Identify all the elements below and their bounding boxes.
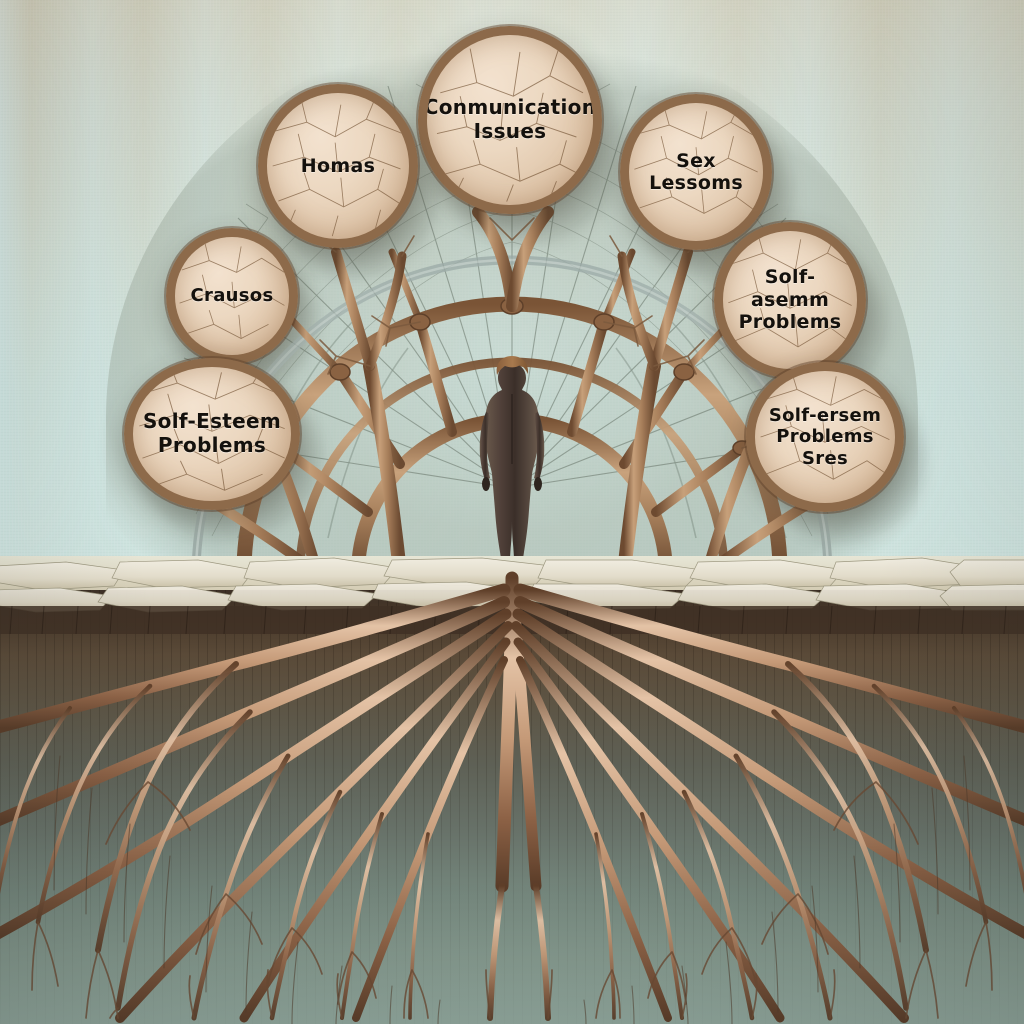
crack-texture: [760, 371, 890, 480]
bubble-label: Crausos: [190, 285, 274, 307]
bubble-self-esteem-problems-left[interactable]: Solf-Esteem Problems: [124, 358, 300, 510]
bubble-label: Solf-Esteem Problems: [142, 409, 282, 457]
crack-texture: [728, 233, 852, 348]
crack-texture: [436, 45, 587, 202]
bubble-label: Solf-asemm Problems: [738, 266, 842, 334]
bubble-label: Solf-ersem Problems Sres: [768, 405, 882, 469]
bubble-homas[interactable]: Homas: [258, 84, 418, 248]
crack-texture: [634, 105, 758, 214]
bubble-communication-issues[interactable]: Conmunication Issues: [418, 26, 602, 214]
crack-texture: [139, 367, 285, 491]
root-network: [0, 556, 1024, 1024]
crack-texture: [179, 241, 285, 339]
bubble-self-esteem-problems-right[interactable]: Solf-asemm Problems: [714, 222, 866, 378]
crack-texture: [272, 98, 404, 237]
bubble-label: Sex Lessoms: [649, 149, 743, 194]
bubble-crausos[interactable]: Crausos: [166, 228, 298, 364]
standing-human-figure: [462, 340, 562, 578]
bubble-label: Homas: [300, 154, 376, 177]
bubble-sex-lessoms[interactable]: Sex Lessoms: [620, 94, 772, 250]
bubble-label: Conmunication Issues: [423, 95, 597, 143]
bubble-self-esteem-problems-sres[interactable]: Solf-ersem Problems Sres: [746, 362, 904, 512]
